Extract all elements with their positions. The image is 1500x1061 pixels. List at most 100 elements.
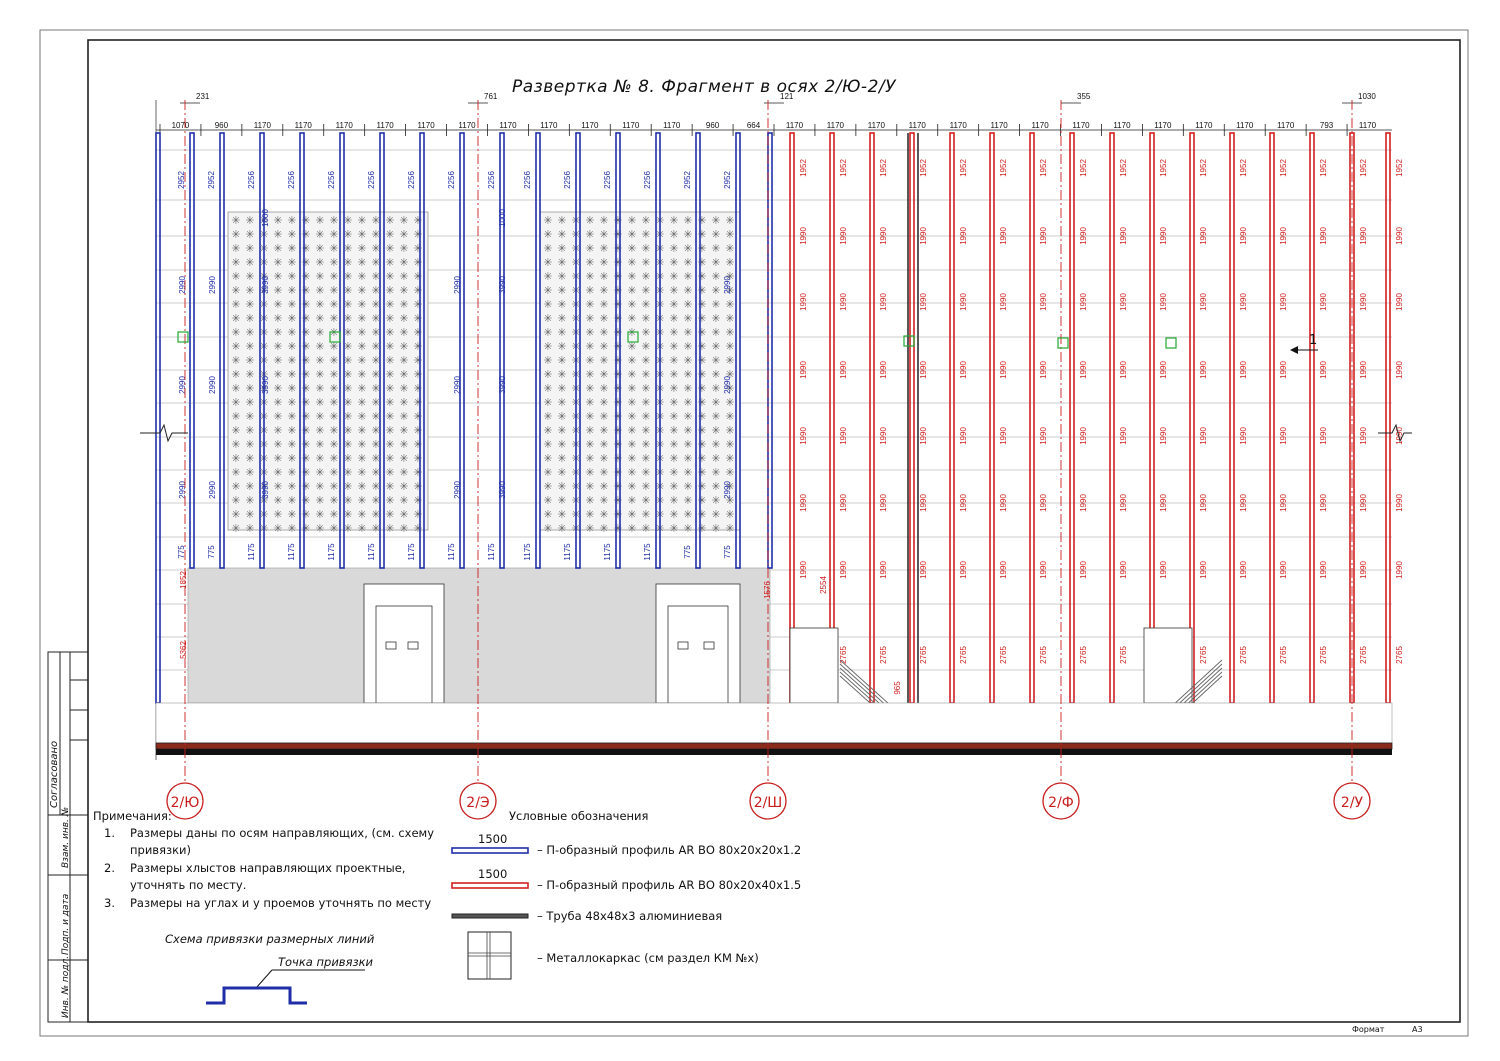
blue-bottom-height: 1175 bbox=[447, 543, 456, 561]
perforation-mark: ✳ bbox=[543, 522, 552, 535]
stair-landing-1 bbox=[789, 627, 839, 704]
top-dimension-value: 1170 bbox=[499, 121, 517, 130]
perforation-mark: ✳ bbox=[301, 326, 310, 339]
ground-hatch bbox=[156, 749, 1392, 755]
perforation-mark: ✳ bbox=[301, 382, 310, 395]
perforation-mark: ✳ bbox=[273, 340, 282, 353]
perforation-mark: ✳ bbox=[413, 494, 422, 507]
perforation-mark: ✳ bbox=[641, 256, 650, 269]
perforation-mark: ✳ bbox=[683, 326, 692, 339]
top-dimension-value: 1170 bbox=[1277, 121, 1295, 130]
blue-guide-profile bbox=[499, 132, 505, 569]
perforation-mark: ✳ bbox=[329, 396, 338, 409]
perforation-mark: ✳ bbox=[413, 340, 422, 353]
perforation-mark: ✳ bbox=[669, 452, 678, 465]
blue-guide-profile bbox=[219, 132, 225, 569]
perforation-mark: ✳ bbox=[711, 466, 720, 479]
perforation-mark: ✳ bbox=[697, 312, 706, 325]
perforation-mark: ✳ bbox=[287, 242, 296, 255]
perforation-mark: ✳ bbox=[231, 522, 240, 535]
red-row-height: 1990 bbox=[1239, 227, 1248, 245]
perforation-mark: ✳ bbox=[711, 354, 720, 367]
blue-guide-profile bbox=[695, 132, 701, 569]
perforation-mark: ✳ bbox=[329, 298, 338, 311]
red-guide-profile bbox=[1069, 132, 1075, 704]
perforation-mark: ✳ bbox=[385, 508, 394, 521]
perforation-mark: ✳ bbox=[329, 242, 338, 255]
perforation-mark: ✳ bbox=[711, 368, 720, 381]
perforation-mark: ✳ bbox=[371, 494, 380, 507]
red-row-height: 1990 bbox=[1239, 293, 1248, 311]
red-row-height: 1990 bbox=[879, 293, 888, 311]
perforation-mark: ✳ bbox=[585, 424, 594, 437]
perforation-mark: ✳ bbox=[641, 326, 650, 339]
red-row-height: 1990 bbox=[919, 494, 928, 512]
perforation-mark: ✳ bbox=[711, 312, 720, 325]
perforation-mark: ✳ bbox=[343, 228, 352, 241]
blue-top-height: 2256 bbox=[327, 171, 336, 189]
perforation-mark: ✳ bbox=[599, 228, 608, 241]
perforation-mark: ✳ bbox=[627, 494, 636, 507]
perforation-mark: ✳ bbox=[627, 312, 636, 325]
note-3-num: 3. bbox=[104, 896, 115, 910]
perforation-mark: ✳ bbox=[683, 340, 692, 353]
u-profile-symbol bbox=[206, 986, 307, 1005]
perforation-mark: ✳ bbox=[711, 256, 720, 269]
perforation-mark: ✳ bbox=[273, 312, 282, 325]
perforation-mark: ✳ bbox=[287, 494, 296, 507]
perforation-mark: ✳ bbox=[273, 424, 282, 437]
perforation-mark: ✳ bbox=[231, 410, 240, 423]
perforation-mark: ✳ bbox=[287, 466, 296, 479]
perforation-mark: ✳ bbox=[627, 214, 636, 227]
perforation-mark: ✳ bbox=[599, 326, 608, 339]
perforation-mark: ✳ bbox=[697, 228, 706, 241]
blue-top-height: 2952 bbox=[683, 171, 692, 189]
red-special-height: 2554 bbox=[819, 576, 828, 594]
perforation-mark: ✳ bbox=[357, 256, 366, 269]
perforation-mark: ✳ bbox=[641, 480, 650, 493]
perforation-mark: ✳ bbox=[371, 466, 380, 479]
red-row-height: 1990 bbox=[1039, 227, 1048, 245]
perforation-mark: ✳ bbox=[697, 466, 706, 479]
perforation-mark: ✳ bbox=[231, 438, 240, 451]
blue-mid-height: 2990 bbox=[453, 481, 462, 499]
red-row-height: 1990 bbox=[1319, 293, 1328, 311]
perforation-mark: ✳ bbox=[385, 228, 394, 241]
perforation-mark: ✳ bbox=[329, 494, 338, 507]
red-row-height: 1952 bbox=[1079, 159, 1088, 177]
red-row-height: 1990 bbox=[1159, 494, 1168, 512]
red-row-height: 1990 bbox=[799, 427, 808, 445]
perforation-mark: ✳ bbox=[585, 494, 594, 507]
perforation-mark: ✳ bbox=[711, 326, 720, 339]
red-row-height: 1952 bbox=[1199, 159, 1208, 177]
perforation-mark: ✳ bbox=[697, 256, 706, 269]
perforation-mark: ✳ bbox=[683, 242, 692, 255]
blue-top-height: 2256 bbox=[563, 171, 572, 189]
top-dimension-value: 960 bbox=[215, 121, 229, 130]
perforation-mark: ✳ bbox=[385, 368, 394, 381]
door-window bbox=[677, 641, 689, 650]
perforation-mark: ✳ bbox=[385, 424, 394, 437]
axis-bubble-5 bbox=[1333, 782, 1371, 820]
perforation-mark: ✳ bbox=[315, 466, 324, 479]
red-row-height: 1990 bbox=[1395, 494, 1404, 512]
blue-mid-height: 2990 bbox=[453, 276, 462, 294]
red-row-height: 1990 bbox=[1079, 361, 1088, 379]
door-leaf-1 bbox=[375, 605, 433, 704]
perforation-mark: ✳ bbox=[315, 424, 324, 437]
red-row-height: 1990 bbox=[1279, 494, 1288, 512]
perforation-mark: ✳ bbox=[599, 242, 608, 255]
red-row-height: 1990 bbox=[1159, 227, 1168, 245]
perforation-mark: ✳ bbox=[585, 410, 594, 423]
perforation-mark: ✳ bbox=[273, 494, 282, 507]
perforation-mark: ✳ bbox=[315, 312, 324, 325]
red-row-height: 1990 bbox=[1359, 494, 1368, 512]
perforation-mark: ✳ bbox=[613, 298, 622, 311]
perforation-mark: ✳ bbox=[557, 326, 566, 339]
blue-top-height: 2256 bbox=[407, 171, 416, 189]
perforation-mark: ✳ bbox=[711, 410, 720, 423]
top-dimension-value: 1170 bbox=[295, 121, 313, 130]
perforation-mark: ✳ bbox=[543, 242, 552, 255]
blue-guide-profile bbox=[535, 132, 541, 569]
perforation-mark: ✳ bbox=[725, 354, 734, 367]
